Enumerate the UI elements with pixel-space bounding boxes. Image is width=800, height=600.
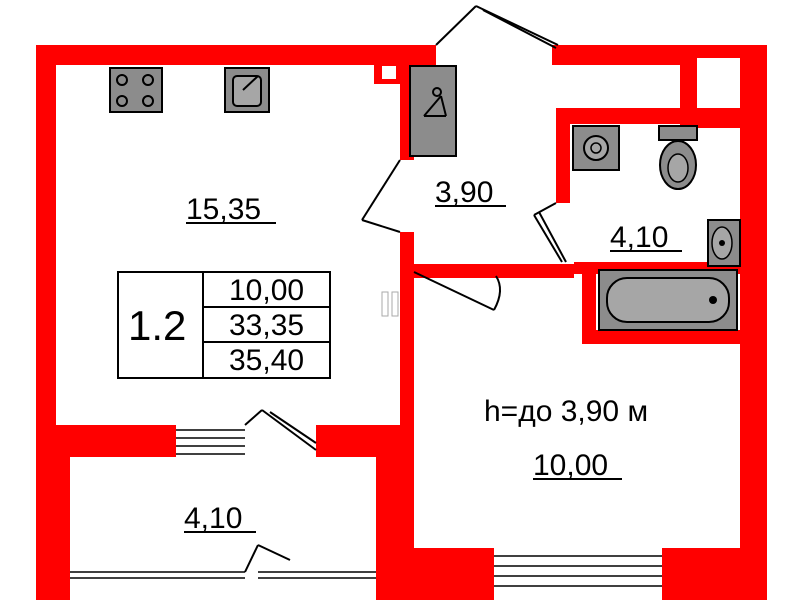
summary-living: 10,00 xyxy=(229,274,304,307)
sink-icon xyxy=(224,67,270,113)
hanger-icon xyxy=(409,65,457,157)
toilet-icon xyxy=(658,125,698,190)
ceiling-height: h=до 3,90 м xyxy=(484,395,648,428)
kitchen-area: 15,35 xyxy=(186,193,261,226)
summary-total-without-balcony: 33,35 xyxy=(229,309,304,342)
doors xyxy=(244,5,567,573)
bath-area: 4,10 xyxy=(610,221,668,254)
radiator xyxy=(381,291,399,317)
bathtub-icon xyxy=(598,269,738,331)
apartment-number: 1.2 xyxy=(128,302,186,349)
washbasin-icon xyxy=(707,219,741,267)
summary-table: 1.2 10,00 33,35 35,40 xyxy=(117,271,331,379)
washer-icon xyxy=(572,125,620,171)
balcony-area: 4,10 xyxy=(184,502,242,535)
living-area: 10,00 xyxy=(533,449,608,482)
walls xyxy=(36,45,767,600)
room-labels: 15,35 3,90 4,10 h=до 3,90 м 10,00 4,10 xyxy=(184,176,682,535)
windows xyxy=(70,425,662,600)
stove-icon xyxy=(109,67,163,113)
hall-area: 3,90 xyxy=(435,176,493,209)
summary-total: 35,40 xyxy=(229,344,304,377)
